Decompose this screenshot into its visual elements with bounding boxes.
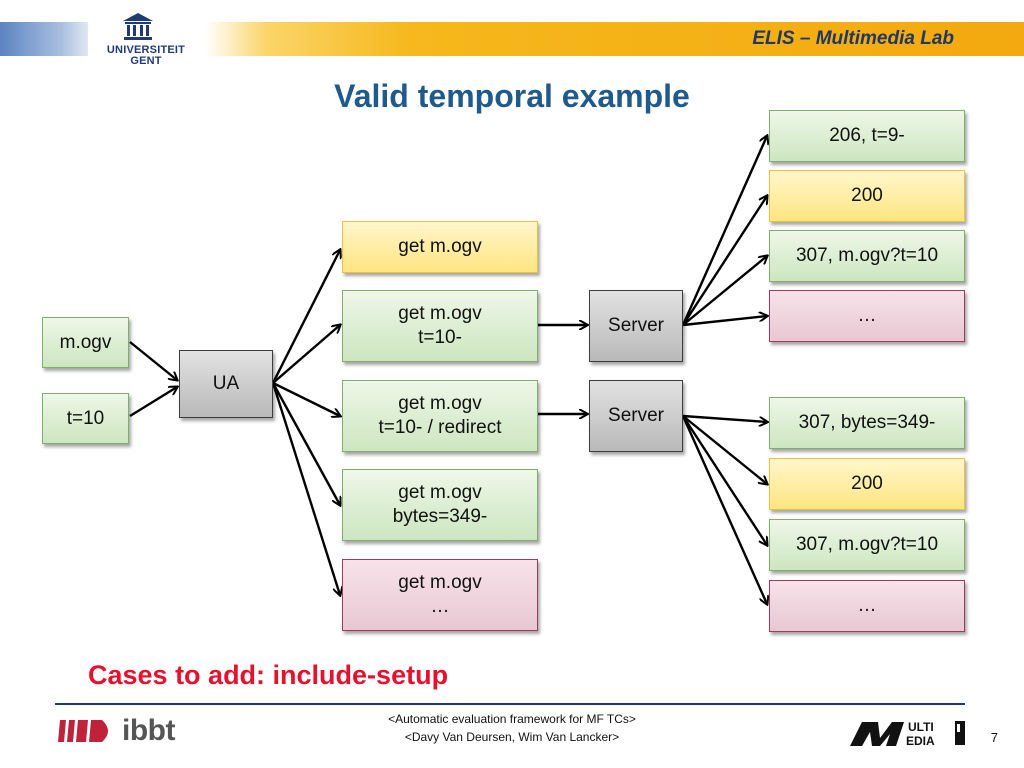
ibbt-word: ibbt bbox=[122, 714, 175, 747]
ua-node: UA bbox=[179, 350, 273, 418]
arrow-server1-to-resp4 bbox=[682, 316, 767, 327]
university-building-icon bbox=[123, 13, 153, 40]
request-4-line2: bytes=349- bbox=[392, 506, 488, 527]
response-5: 307, bytes=349- bbox=[769, 397, 965, 449]
request-3: get m.ogv t=10- / redirect bbox=[342, 380, 538, 452]
request-1: get m.ogv bbox=[342, 221, 538, 273]
arrow-ua-to-req5 bbox=[271, 382, 340, 595]
footer-line1: <Automatic evaluation framework for MF T… bbox=[388, 712, 636, 726]
arrow-mogv-to-ua bbox=[129, 341, 177, 380]
response-1: 206, t=9- bbox=[769, 110, 965, 162]
response-8: … bbox=[769, 580, 965, 632]
ibbt-logo: ibbt bbox=[58, 714, 175, 747]
input-t10: t=10 bbox=[42, 393, 129, 444]
response-2: 200 bbox=[769, 170, 965, 222]
cases-note: Cases to add: include-setup bbox=[88, 660, 449, 690]
response-4: … bbox=[769, 290, 965, 342]
request-1-line1: get m.ogv bbox=[398, 236, 482, 258]
multimedia-bottom-text: EDIA bbox=[906, 734, 935, 748]
slide-title: Valid temporal example bbox=[334, 78, 690, 114]
input-mogv: m.ogv bbox=[42, 317, 129, 368]
arrow-ua-to-req2 bbox=[272, 325, 340, 384]
university-name-line1: UNIVERSITEIT bbox=[106, 44, 186, 56]
request-3-line2: t=10- / redirect bbox=[378, 417, 502, 438]
response-7: 307, m.ogv?t=10 bbox=[769, 519, 965, 571]
footer-line2: <Davy Van Deursen, Wim Van Lancker> bbox=[404, 730, 620, 744]
university-name-line2: GENT bbox=[130, 55, 162, 67]
response-6: 200 bbox=[769, 458, 965, 510]
request-5: get m.ogv … bbox=[342, 559, 538, 631]
arrow-ua-to-req4 bbox=[271, 382, 340, 505]
multimedia-logo: ULTI EDIA bbox=[850, 720, 965, 748]
arrow-server2-to-resp8 bbox=[681, 415, 767, 604]
arrow-server2-to-resp5 bbox=[682, 414, 767, 422]
response-3: 307, m.ogv?t=10 bbox=[769, 230, 965, 282]
arrow-server1-to-resp2 bbox=[681, 196, 767, 326]
arrow-ua-to-req3 bbox=[272, 381, 340, 416]
request-2-line2: t=10- bbox=[418, 327, 462, 348]
multimedia-top-text: ULTI bbox=[908, 720, 934, 734]
footer-divider bbox=[55, 703, 965, 705]
server-1: Server bbox=[589, 290, 683, 362]
request-2-line1: get m.ogv bbox=[398, 303, 482, 325]
arrow-server2-to-resp7 bbox=[681, 415, 767, 545]
arrow-ua-to-req1 bbox=[271, 250, 340, 384]
request-5-line2: … bbox=[430, 596, 450, 617]
request-5-line1: get m.ogv bbox=[398, 572, 482, 594]
page-number: 7 bbox=[990, 730, 998, 745]
arrow-server1-to-resp1 bbox=[681, 136, 767, 326]
arrow-server1-to-resp3 bbox=[682, 256, 767, 326]
arrow-server2-to-resp6 bbox=[682, 415, 767, 484]
request-4-line1: get m.ogv bbox=[398, 482, 482, 504]
request-3-line1: get m.ogv bbox=[398, 393, 482, 415]
server-2: Server bbox=[589, 380, 683, 452]
lab-name: ELIS – Multimedia Lab bbox=[752, 28, 954, 49]
arrow-t10-to-ua bbox=[129, 387, 177, 418]
request-2: get m.ogv t=10- bbox=[342, 290, 538, 362]
request-4: get m.ogv bytes=349- bbox=[342, 469, 538, 541]
ibbt-mark-icon bbox=[58, 720, 108, 742]
